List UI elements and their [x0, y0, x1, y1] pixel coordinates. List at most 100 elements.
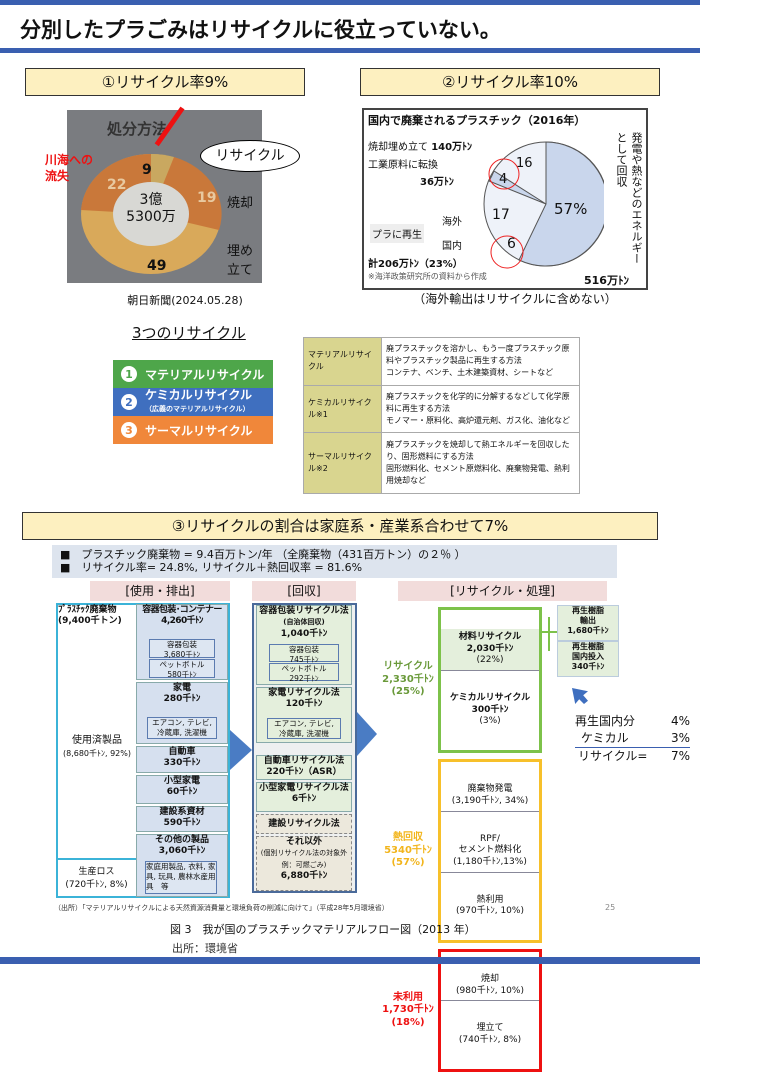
- sub-box: 家庭用製品, 衣料, 家具, 玩具, 農林水産用具 等: [145, 861, 217, 894]
- figure-origin: 出所：環境省: [172, 942, 238, 955]
- source-line: （出所）「マテリアルリサイクルによる天然資源消費量と環境負荷の削減に向けて」（平…: [54, 904, 389, 912]
- a: 60千ﾄﾝ: [166, 787, 198, 798]
- sub-box: エアコン, テレビ, 冷蔵庫, 洗濯機: [147, 717, 217, 739]
- bullet-line: ■ プラスチック廃棄物 = 9.4百万トン/年 （全廃棄物（431百万トン）の２…: [60, 548, 466, 561]
- value-landfill: 49: [147, 258, 167, 274]
- photo2-caption: （海外輸出はリサイクルに含めない）: [413, 292, 617, 306]
- examples: コンテナ、ベンチ、土木建築資材、シートなど: [386, 368, 554, 378]
- a: 120千ﾄﾝ: [285, 699, 323, 710]
- pie-value-6: 6: [507, 236, 516, 252]
- newspaper-donut-photo: 処分方法 3億 5300万 9 19 49 22 焼却 埋め立て: [67, 110, 262, 283]
- unused-box: 焼却 (980千ﾄﾝ, 10%) 埋立て (740千ﾄﾝ, 8%): [438, 948, 542, 1072]
- calc-value: 4%: [670, 714, 690, 728]
- header-collect: [回収]: [252, 581, 356, 601]
- pie-slice-industrial: [488, 170, 547, 205]
- center-line-1: 3億: [139, 192, 163, 208]
- top-bar: [0, 0, 700, 5]
- table-header: サーマルリサイクル※2: [303, 432, 382, 494]
- table-cell: 廃プラスチックを焼却して熱エネルギーを回収したり、固形燃料にする方法固形燃料化、…: [381, 432, 580, 494]
- examples: モノマー・原料化、高炉還元剤、ガス化、油化など: [386, 415, 570, 425]
- type-label: ケミカルリサイクル: [145, 388, 253, 402]
- p: (22%): [476, 655, 504, 666]
- loss-label: 生産ロス: [78, 867, 115, 877]
- collect-construction: 建設リサイクル法: [256, 814, 352, 834]
- a: 4,260千ﾄﾝ: [161, 616, 203, 627]
- donut-center: 3億 5300万: [117, 192, 185, 226]
- donut-chart: [81, 153, 222, 274]
- recycle-table: マテリアルリサイクル廃プラスチックを溶かし、もう一度プラスチック原料やプラスチッ…: [303, 337, 580, 494]
- page-title: 分別したプラごみはリサイクルに役立っていない。: [20, 18, 501, 42]
- industrial-label: 工業原料に転換: [368, 160, 438, 171]
- energy-amount: 516万ﾄﾝ: [584, 274, 629, 287]
- pie-value-16: 16: [516, 156, 533, 171]
- figure-caption: 図 3 我が国のプラスチックマテリアルフロー図（2013 年）: [170, 923, 476, 936]
- s: (個別リサイクル法の対象外 例：可燃ごみ): [260, 849, 348, 869]
- flow-bullets: ■ プラスチック廃棄物 = 9.4百万トン/年 （全廃棄物（431百万トン）の２…: [52, 545, 617, 578]
- bottom-bar: [0, 957, 700, 964]
- burn-text: 焼却埋め立て: [368, 142, 428, 153]
- desc: 廃プラスチックを溶かし、もう一度プラスチック原料やプラスチック製品に再生する方法: [386, 344, 570, 366]
- examples: 固形燃料化、セメント原燃料化、廃棄物発電、熱利用焼却など: [386, 464, 570, 486]
- calc-value: 3%: [670, 731, 690, 745]
- heat-row: 熱回収 5340千ﾄﾝ (57%) 廃棄物発電 (3,190千ﾄﾝ, 34%) …: [378, 759, 548, 943]
- t: ケミカルリサイクル: [449, 693, 531, 704]
- a: 2,030千ﾄﾝ: [466, 643, 514, 654]
- pie-title: 国内で廃棄されるプラスチック（2016年）: [368, 114, 586, 127]
- landfill: 埋立て (740千ﾄﾝ, 8%): [441, 1020, 539, 1050]
- page-number: 25: [605, 903, 616, 912]
- label-burn: 焼却: [227, 196, 254, 211]
- t: 自動車: [168, 747, 196, 757]
- unused-row: 未利用 1,730千ﾄﾝ (18%) 焼却 (980千ﾄﾝ, 10%) 埋立て …: [378, 948, 548, 1072]
- flow-figure: ■ プラスチック廃棄物 = 9.4百万トン/年 （全廃棄物（431百万トン）の２…: [52, 545, 619, 1072]
- value-burn: 19: [197, 190, 217, 206]
- value-outflow: 22: [107, 177, 127, 193]
- a: 280千ﾄﾝ: [163, 694, 201, 705]
- pie-value-17: 17: [492, 207, 510, 223]
- sub-box: エアコン, テレビ, 冷蔵庫, 洗濯機: [267, 718, 341, 739]
- heat-use: 熱利用 (970千ﾄﾝ, 10%): [441, 891, 539, 921]
- three-recycle-heading: 3つのリサイクル: [132, 324, 246, 342]
- t: 容器包装リサイクル法: [259, 606, 349, 616]
- banner-recycle-7: ③リサイクルの割合は家庭系・産業系合わせて7%: [22, 512, 658, 540]
- incineration: 焼却 (980千ﾄﾝ, 10%): [441, 970, 539, 1002]
- heat-box: 廃棄物発電 (3,190千ﾄﾝ, 34%) RPF/ セメント燃料化 (1,18…: [438, 759, 542, 943]
- table-row: マテリアルリサイクル廃プラスチックを溶かし、もう一度プラスチック原料やプラスチッ…: [303, 337, 580, 386]
- domestic-label: 国内: [442, 241, 462, 252]
- t: 小型家電: [163, 776, 200, 786]
- burn-label: 焼却埋め立て 140万ﾄﾝ: [368, 138, 472, 153]
- label-landfill: 埋め立て: [227, 244, 254, 278]
- source-note: ※海洋政策研究所の資料から作成: [368, 272, 487, 281]
- pie-chart: [483, 141, 604, 269]
- center-line-2: 5300万: [126, 209, 176, 225]
- circle-highlight: [490, 235, 524, 269]
- a: 220千ﾄﾝ（ASR）: [266, 767, 342, 778]
- burn-amount: 140万ﾄﾝ: [431, 142, 473, 153]
- t: 小型家電リサイクル法: [259, 783, 349, 793]
- value-recycle: 9: [142, 162, 152, 178]
- donut-heading: 処分方法: [107, 120, 168, 138]
- sub-box: 容器包装 3,680千ﾄﾝ: [149, 639, 215, 659]
- number-icon: 1: [121, 366, 137, 382]
- outflow-line-2: 流失: [45, 169, 70, 183]
- up-arrow: [572, 688, 588, 704]
- sub-box: ペットボトル 292千ﾄﾝ: [269, 663, 339, 683]
- arrow-right: [357, 712, 377, 756]
- pie-value-4: 4: [499, 172, 508, 187]
- number-icon: 3: [121, 422, 137, 438]
- t: 容器包装･コンテナー: [142, 605, 222, 615]
